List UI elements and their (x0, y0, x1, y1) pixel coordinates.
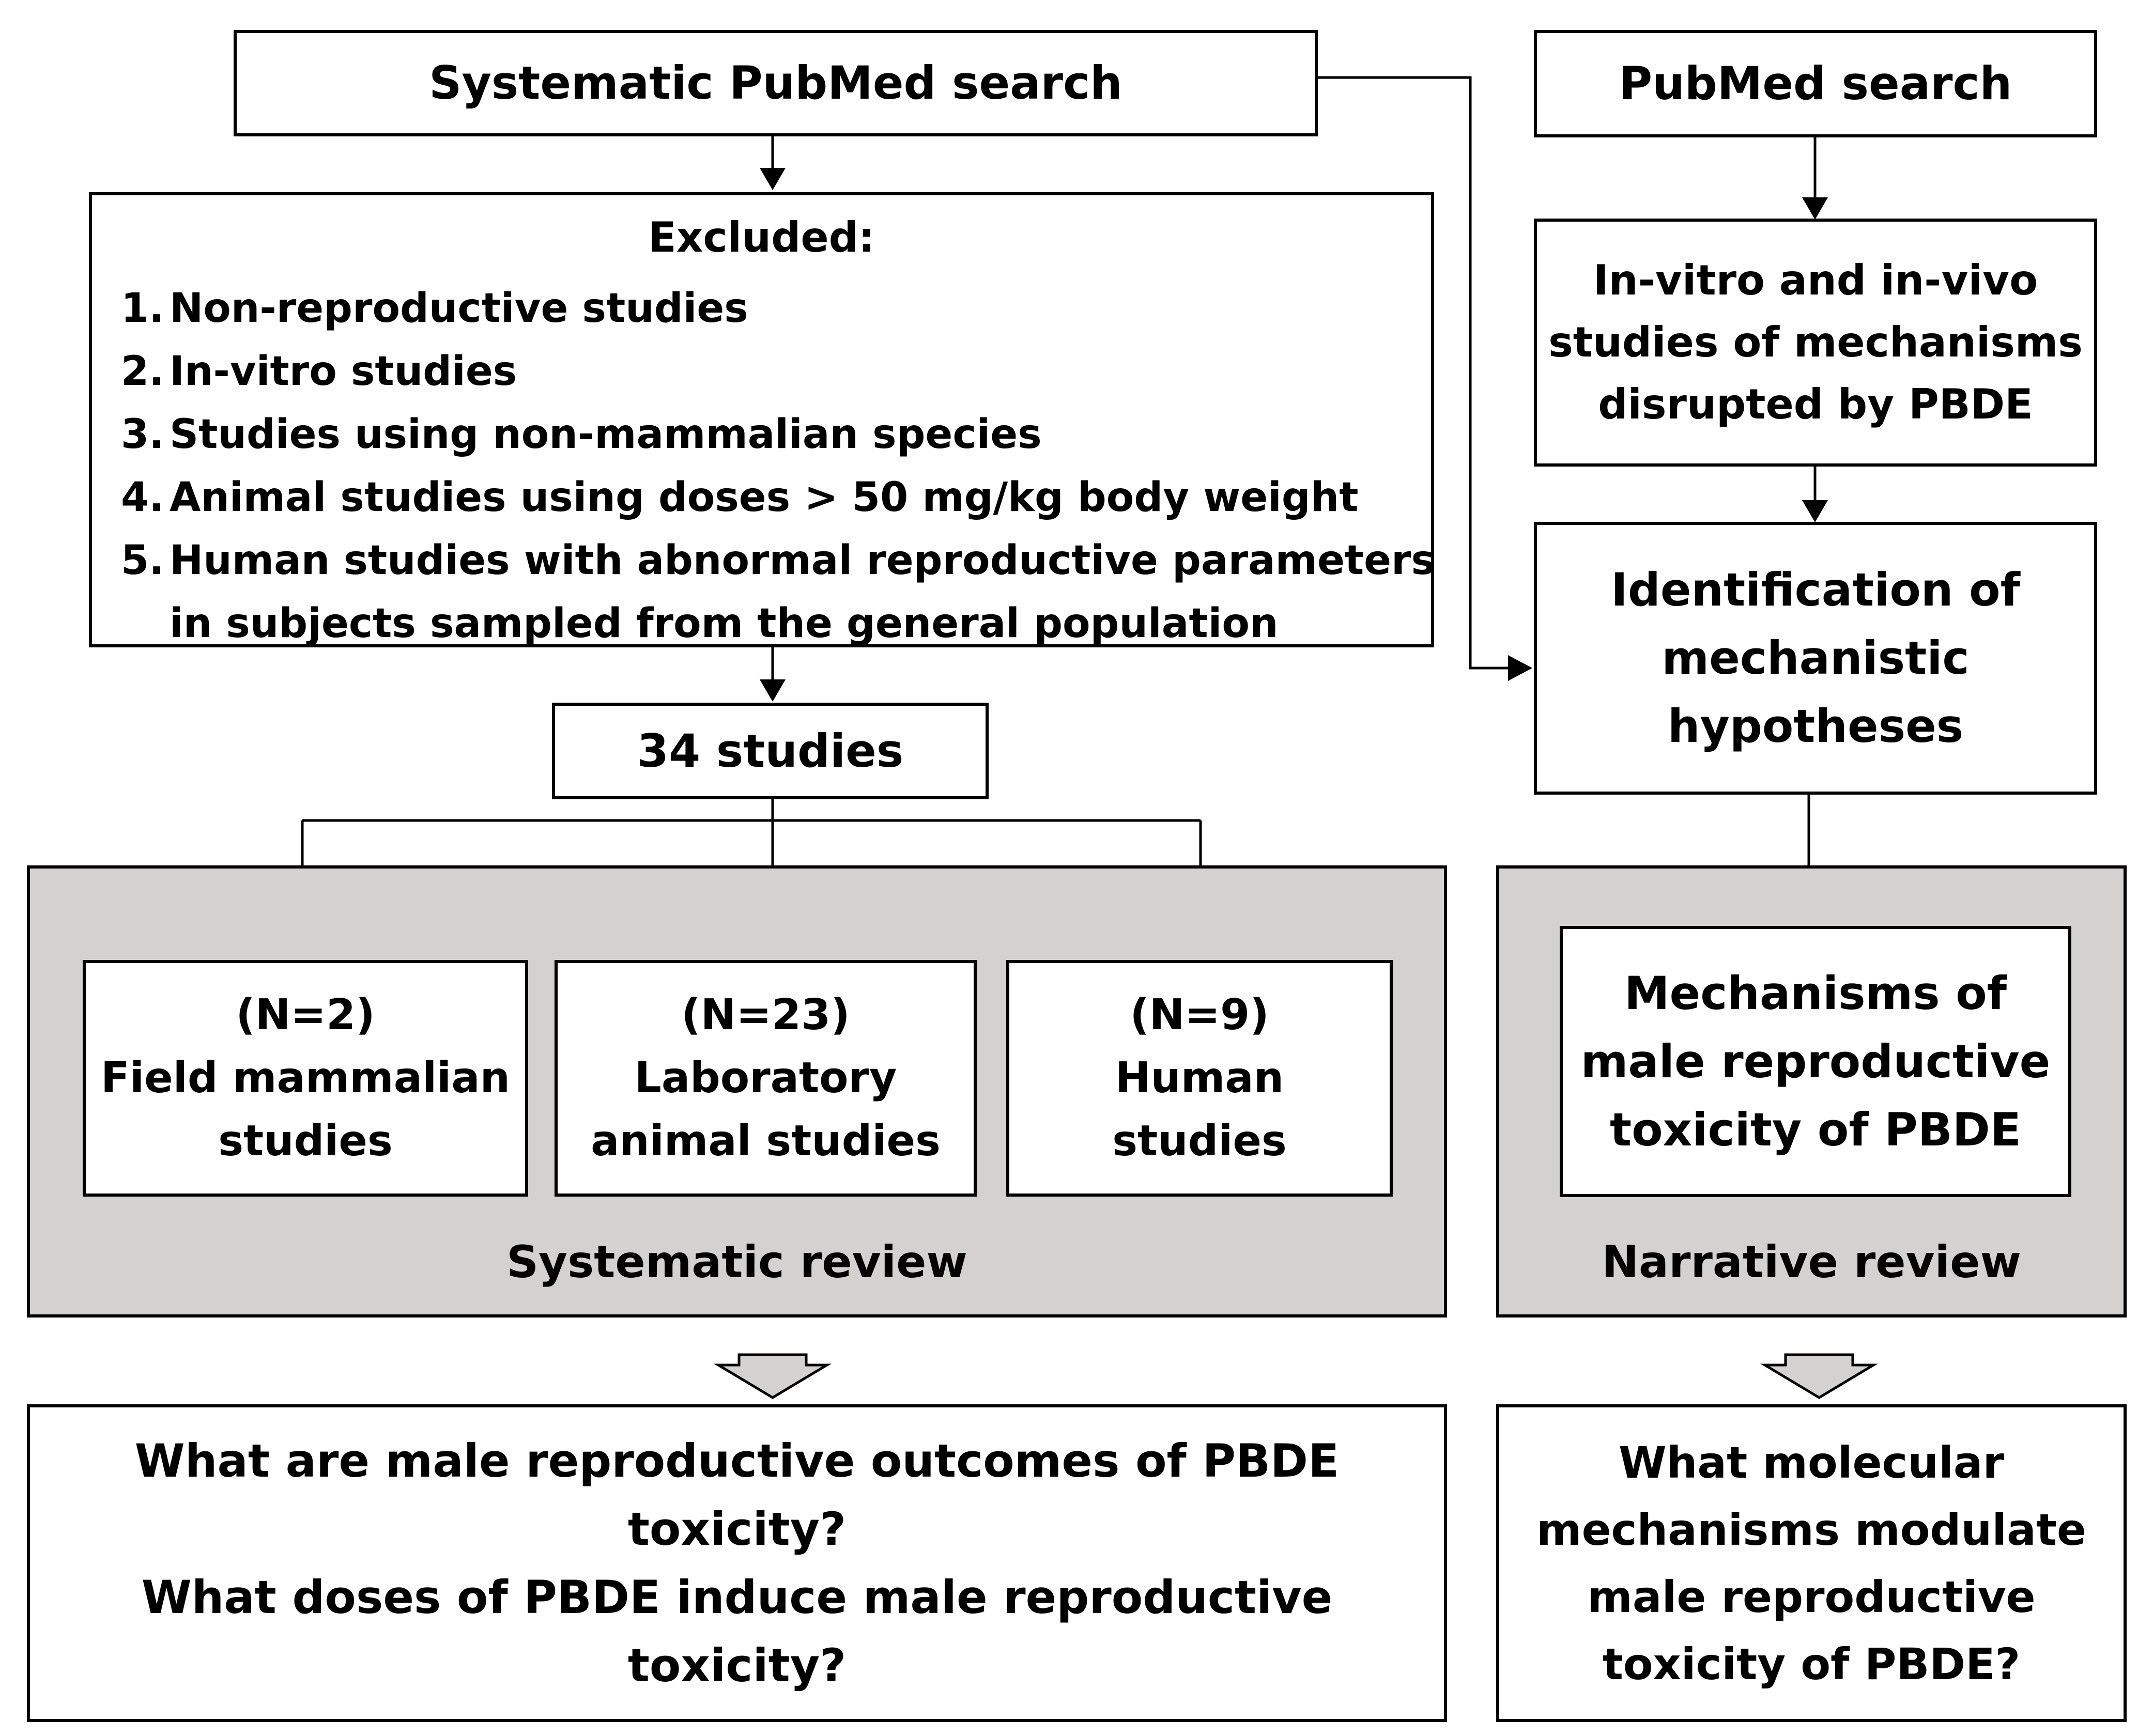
studies-count-label: 34 studies (637, 724, 904, 778)
arrowhead-6 (1508, 655, 1532, 681)
study-group-field: (N=2) Field mammalian studies (83, 960, 528, 1197)
excluded-item-continuation: in subjects sampled from the general pop… (170, 600, 1279, 647)
study-group-line1: Laboratory (634, 1053, 897, 1103)
arrow-search-to-hypotheses (1318, 76, 1509, 670)
mechanisms-line3: toxicity of PBDE (1610, 1103, 2021, 1156)
excluded-item: 2. In-vitro studies (121, 348, 517, 395)
narrative-question-line1: What molecular (1618, 1437, 2005, 1488)
narrative-review-label: Narrative review (1602, 1236, 2021, 1288)
arrowhead-8 (1802, 500, 1828, 522)
pubmed-search-title: PubMed search (1619, 57, 2012, 110)
mechanisms-line1: Mechanisms of (1624, 966, 2007, 1020)
study-group-count: (N=2) (236, 990, 375, 1040)
in-vitro-vivo-line2: studies of mechanisms (1548, 318, 2083, 366)
arrowhead-2 (760, 679, 786, 702)
excluded-list: 1. Non-reproductive studies 2. In-vitro … (121, 277, 1435, 655)
narrative-question-line3: male reproductive (1587, 1571, 2036, 1622)
study-group-count: (N=23) (681, 990, 850, 1040)
excluded-item: 4. Animal studies using doses > 50 mg/kg… (121, 474, 1359, 521)
in-vitro-vivo-line3: disrupted by PBDE (1598, 380, 2033, 428)
excluded-box: Excluded: 1. Non-reproductive studies 2.… (89, 192, 1435, 647)
hypotheses-line2: mechanistic (1662, 631, 1970, 685)
block-arrow-narrative (1760, 1353, 1879, 1399)
study-group-count: (N=9) (1130, 990, 1269, 1040)
excluded-item: 1. Non-reproductive studies (121, 285, 748, 332)
arrowhead-7 (1802, 197, 1828, 220)
mechanisms-box: Mechanisms of male reproductive toxicity… (1560, 926, 2071, 1197)
systematic-search-box: Systematic PubMed search (234, 30, 1318, 136)
excluded-item: 3. Studies using non-mammalian species (121, 411, 1042, 458)
systematic-question-1: What are male reproductive outcomes of P… (134, 1434, 1340, 1556)
excluded-heading: Excluded: (648, 213, 875, 261)
mechanisms-line2: male reproductive (1580, 1034, 2051, 1088)
study-group-line1: Human (1115, 1053, 1284, 1103)
systematic-question-2: What doses of PBDE induce male reproduct… (141, 1570, 1333, 1692)
study-group-line1: Field mammalian (100, 1053, 510, 1103)
study-group-human: (N=9) Human studies (1006, 960, 1393, 1197)
study-group-laboratory: (N=23) Laboratory animal studies (555, 960, 977, 1197)
arrowhead-1 (760, 168, 786, 190)
in-vitro-vivo-line1: In-vitro and in-vivo (1593, 256, 2038, 304)
hypotheses-line3: hypotheses (1667, 700, 1964, 753)
narrative-question-line2: mechanisms modulate (1536, 1504, 2086, 1555)
studies-count-box: 34 studies (552, 703, 989, 799)
study-group-line2: studies (218, 1117, 393, 1166)
in-vitro-vivo-box: In-vitro and in-vivo studies of mechanis… (1534, 219, 2097, 467)
hypotheses-box: Identification of mechanistic hypotheses (1534, 522, 2097, 795)
systematic-questions-box: What are male reproductive outcomes of P… (27, 1404, 1447, 1722)
pubmed-search-box: PubMed search (1534, 30, 2097, 137)
study-group-line2: studies (1112, 1117, 1287, 1166)
study-group-line2: animal studies (591, 1117, 941, 1166)
narrative-question-line4: toxicity of PBDE? (1602, 1638, 2021, 1690)
systematic-review-label: Systematic review (506, 1236, 967, 1288)
excluded-item: 5. Human studies with abnormal reproduct… (121, 537, 1435, 584)
systematic-search-title: Systematic PubMed search (429, 56, 1122, 110)
hypotheses-line1: Identification of (1611, 563, 2020, 616)
narrative-questions-box: What molecular mechanisms modulate male … (1496, 1404, 2127, 1722)
block-arrow-systematic (713, 1353, 832, 1399)
